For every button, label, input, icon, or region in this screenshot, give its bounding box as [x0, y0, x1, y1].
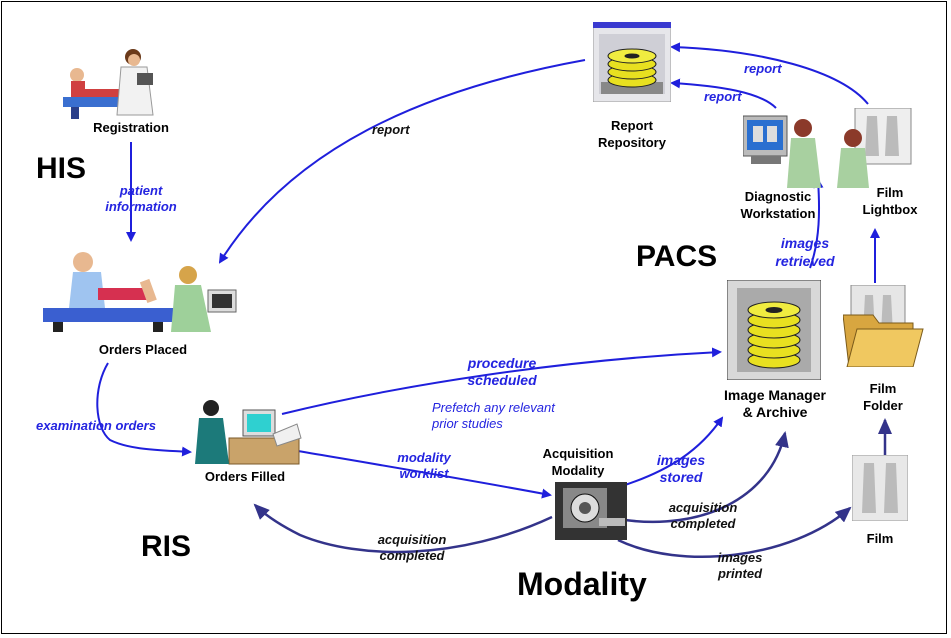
node-image-manager-label: Image Manager & Archive	[724, 387, 826, 420]
database-disk-stack-icon	[593, 22, 671, 102]
edge-label-report-mid: report	[704, 89, 742, 104]
node-film-lightbox-label: Film Lightbox	[862, 185, 918, 217]
node-film-label: Film	[866, 531, 894, 546]
system-his-label: HIS	[36, 152, 87, 185]
arrow-images-printed	[617, 506, 852, 558]
node-orders-placed-label: Orders Placed	[98, 342, 188, 357]
edge-label-acquisition-completed-ris: acquisition completed	[377, 532, 447, 563]
system-ris-label: RIS	[141, 530, 192, 563]
node-registration-label: Registration	[93, 120, 169, 135]
arrow-orders-placed-to-orders-filled	[96, 362, 192, 457]
edge-label-report-top: report	[744, 61, 782, 76]
edge-label-images-retrieved: images retrieved	[775, 235, 835, 269]
edge-label-images-printed: images printed	[717, 550, 763, 581]
node-diagnostic-workstation-label: Diagnostic Workstation	[740, 189, 816, 221]
edge-label-acquisition-completed-pacs: acquisition completed	[668, 500, 738, 531]
arrow-lightbox-report-to-repository	[670, 42, 869, 105]
system-pacs-label: PACS	[636, 240, 718, 273]
node-acquisition-modality-label: Acquisition Modality	[542, 446, 614, 478]
arrow-acq-completed-to-archive	[624, 431, 789, 524]
node-film-folder-label: Film Folder	[863, 381, 903, 413]
archive-disk-stack-icon	[727, 280, 821, 380]
radiologist-lightbox-icon	[837, 108, 912, 188]
system-modality-label: Modality	[517, 566, 647, 602]
node-orders-filled-label: Orders Filled	[204, 469, 286, 484]
node-report-repository-label: Report Repository	[598, 118, 666, 150]
film-folder-icon	[843, 285, 924, 367]
physician-exam-icon	[43, 252, 237, 332]
arrow-report-to-orders-placed	[218, 59, 586, 264]
arrow-modality-worklist	[297, 450, 552, 499]
edge-label-procedure-scheduled: procedure scheduled	[467, 355, 537, 388]
scanner-icon	[555, 482, 627, 540]
clerk-at-computer-icon	[195, 400, 302, 465]
edge-label-images-stored: images stored	[656, 452, 706, 485]
patient-registration-clerk-icon	[63, 49, 154, 119]
edge-label-report-left: report	[372, 122, 410, 137]
arrow-acq-completed-to-ris	[253, 503, 553, 554]
arrow-images-stored	[624, 416, 724, 486]
arrow-procedure-scheduled	[281, 347, 722, 415]
note-prefetch-prior-studies: Prefetch any relevant prior studies	[432, 400, 555, 431]
edge-label-patient-information: patient information	[105, 183, 177, 214]
radiologist-workstation-icon	[743, 115, 821, 188]
arrow-images-retrieved	[809, 178, 824, 269]
edge-label-examination-orders: examination orders	[36, 418, 156, 433]
xray-film-icon	[852, 455, 908, 521]
arrow-workstation-report-to-repository	[670, 78, 777, 109]
edge-label-modality-worklist: modality worklist	[397, 450, 451, 481]
